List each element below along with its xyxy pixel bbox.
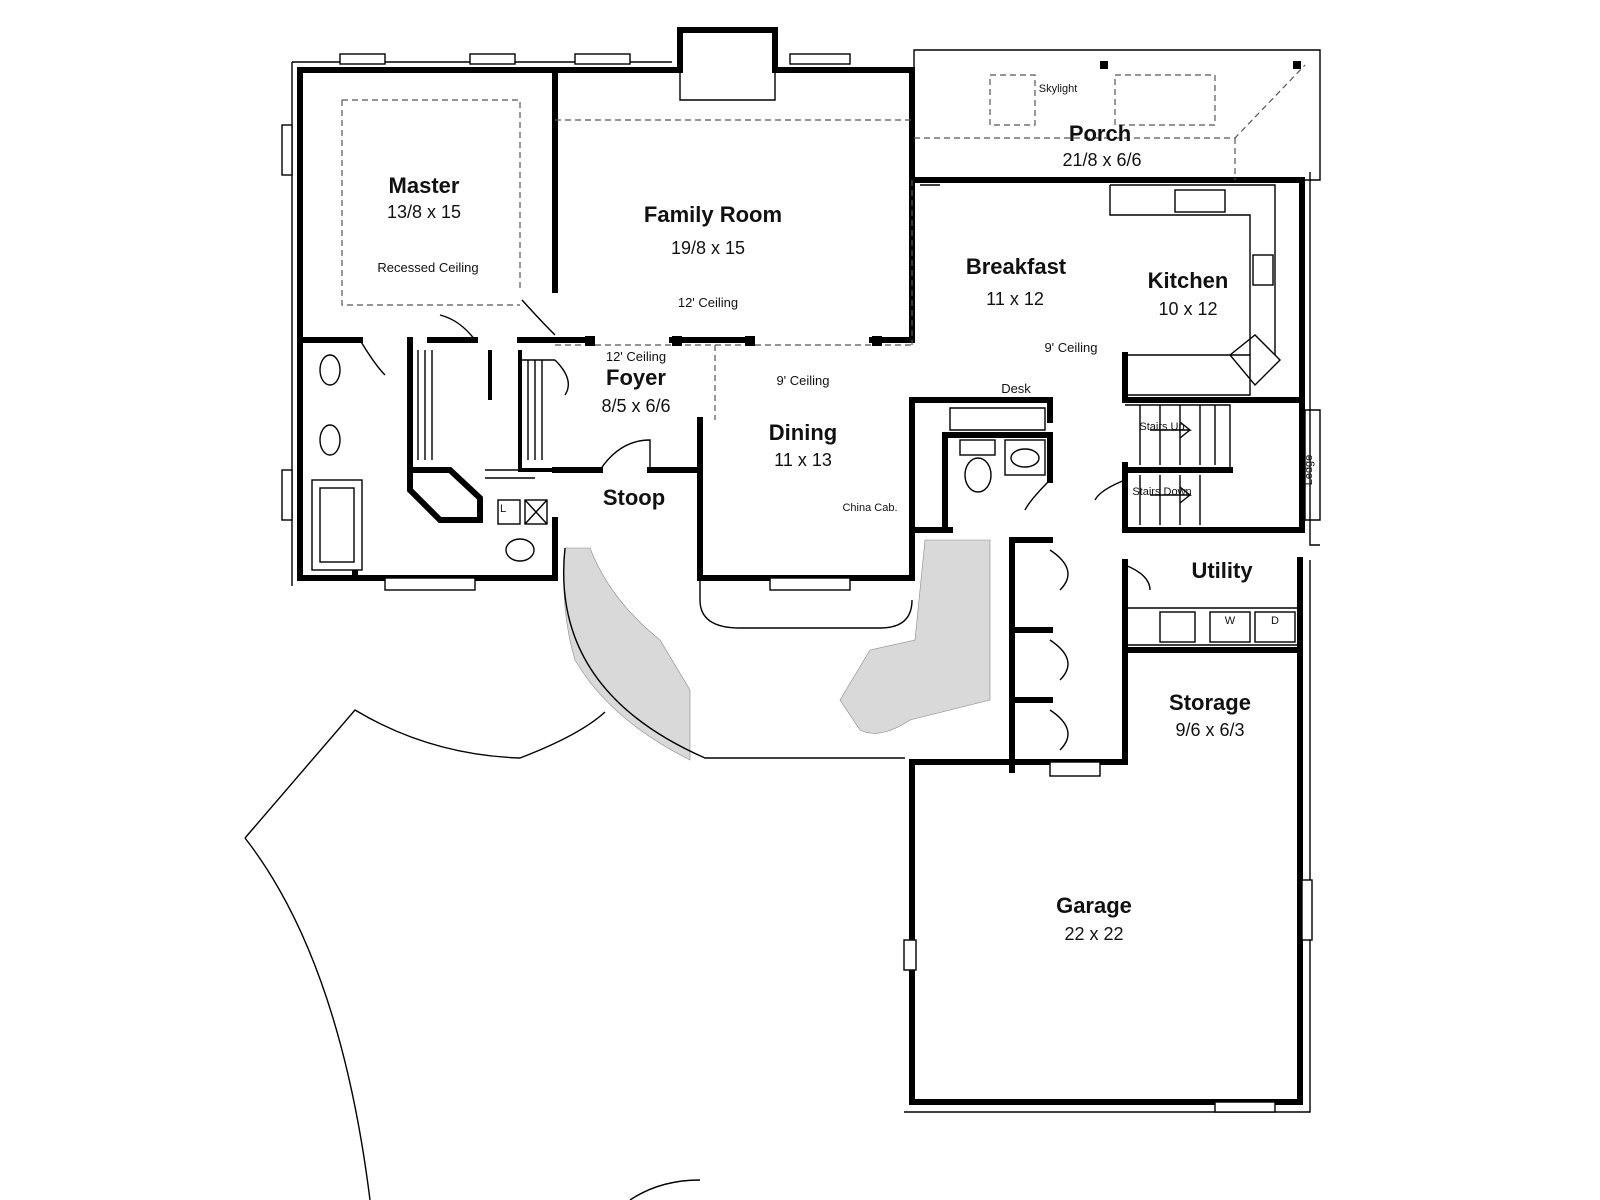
master-name: Master — [389, 173, 460, 198]
utility-name: Utility — [1191, 558, 1253, 583]
family-room-ceiling: 12' Ceiling — [678, 295, 738, 310]
powder-bath — [949, 407, 1046, 493]
dining-dim: 11 x 13 — [774, 450, 832, 470]
china-cabinet-label: China Cab. — [842, 502, 897, 514]
breakfast-ceiling: 9' Ceiling — [1044, 340, 1097, 355]
windows — [281, 53, 1313, 1113]
utility-fixtures — [1124, 607, 1301, 646]
desk-label: Desk — [1001, 381, 1031, 396]
skylight-label: Skylight — [1039, 83, 1078, 95]
ceiling-lines — [341, 99, 913, 420]
garage-name: Garage — [1056, 893, 1132, 918]
porch — [913, 49, 1321, 181]
dining-ceiling: 9' Ceiling — [776, 373, 829, 388]
storage-dim: 9/6 x 6/3 — [1175, 720, 1244, 740]
doors — [359, 184, 1151, 751]
breakfast-dim: 11 x 12 — [986, 289, 1044, 309]
posts — [585, 336, 882, 346]
kitchen-counters — [1109, 184, 1281, 396]
master-dim: 13/8 x 15 — [387, 202, 461, 222]
stairs-up-label: Stairs Up — [1139, 421, 1184, 433]
linen-label: L — [500, 503, 506, 515]
paved-walk — [563, 539, 991, 761]
foyer-ceiling: 12' Ceiling — [606, 349, 666, 364]
stairs — [1125, 404, 1321, 525]
driveway — [244, 709, 701, 1200]
foyer-name: Foyer — [606, 365, 666, 390]
garage-dim: 22 x 22 — [1064, 924, 1123, 944]
bath-fixtures — [311, 350, 555, 571]
porch-name: Porch — [1069, 121, 1131, 146]
porch-dim: 21/8 x 6/6 — [1062, 150, 1141, 170]
washer-label: W — [1225, 615, 1236, 627]
stairs-down-label: Stairs Down — [1132, 486, 1191, 498]
family-room-dim: 19/8 x 15 — [671, 238, 745, 258]
breakfast-name: Breakfast — [966, 254, 1067, 279]
dining-name: Dining — [769, 420, 837, 445]
stoop-name: Stoop — [603, 485, 665, 510]
kitchen-name: Kitchen — [1148, 268, 1229, 293]
kitchen-dim: 10 x 12 — [1158, 299, 1217, 319]
foyer-dim: 8/5 x 6/6 — [601, 396, 670, 416]
ledge-label: Ledge — [1303, 455, 1315, 486]
master-note: Recessed Ceiling — [377, 260, 478, 275]
storage-name: Storage — [1169, 690, 1251, 715]
dryer-label: D — [1271, 615, 1279, 627]
family-room-name: Family Room — [644, 202, 782, 227]
